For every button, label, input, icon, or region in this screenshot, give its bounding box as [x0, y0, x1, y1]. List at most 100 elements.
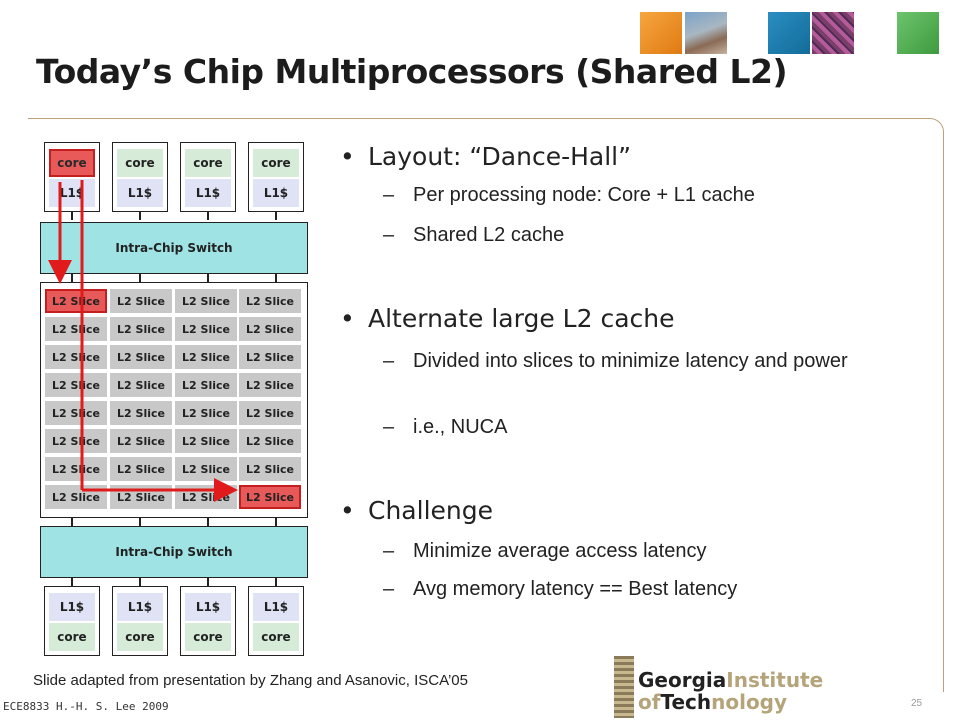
l2-slice: L2 Slice [110, 429, 172, 453]
sub-bullet-icon: – [383, 184, 395, 206]
sub-bullet-1-2: –Shared L2 cache [383, 224, 564, 247]
sub-bullet-text: Divided into slices to minimize latency … [413, 350, 848, 372]
l2-slice: L2 Slice [175, 457, 237, 481]
l2-slice: L2 Slice [45, 345, 107, 369]
l2-slice: L2 Slice [110, 289, 172, 313]
sub-bullet-2-2: –i.e., NUCA [383, 416, 507, 439]
logo-text: Institute [726, 668, 824, 692]
decor-photo-campus [685, 12, 727, 54]
logo-text: Georgia [638, 668, 727, 692]
slide-title: Today’s Chip Multiprocessors (Shared L2) [36, 52, 788, 91]
l2-slice: L2 Slice [110, 457, 172, 481]
bottom-core-2: core [117, 623, 163, 651]
sub-bullet-icon: – [383, 540, 395, 562]
connector-tick [139, 578, 141, 586]
bottom-core-3: core [185, 623, 231, 651]
top-node-4: core L1$ [248, 142, 304, 212]
logo-line-2: ofTechnology [638, 690, 787, 714]
decor-square-orange [640, 12, 682, 54]
l2-slice: L2 Slice [45, 317, 107, 341]
access-path-arrow [48, 180, 238, 502]
decor-square-green [897, 12, 939, 54]
decor-square-blue [768, 12, 810, 54]
connector-tick [71, 212, 73, 220]
georgia-tech-seal-icon [614, 656, 634, 718]
top-node-1: core L1$ [44, 142, 100, 212]
l2-slice: L2 Slice [175, 401, 237, 425]
top-l1-2: L1$ [117, 179, 163, 207]
bottom-node-3: L1$ core [180, 586, 236, 656]
sub-bullet-text: Minimize average access latency [413, 540, 707, 562]
sub-bullet-text: Per processing node: Core + L1 cache [413, 184, 755, 206]
l2-slice: L2 Slice [239, 317, 301, 341]
l2-column-3: L2 Slice L2 Slice L2 Slice L2 Slice L2 Slice… [175, 289, 237, 511]
bullet-icon: • [340, 496, 355, 525]
l2-slice: L2 Slice [239, 457, 301, 481]
l2-slice: L2 Slice [175, 373, 237, 397]
l2-column-2: L2 Slice L2 Slice L2 Slice L2 Slice L2 Slice… [110, 289, 172, 511]
bullet-2: • Alternate large L2 cache [340, 304, 674, 333]
intra-chip-switch-top: Intra-Chip Switch [40, 222, 308, 274]
l2-slice: L2 Slice [110, 373, 172, 397]
l2-slice: L2 Slice [175, 317, 237, 341]
sub-bullet-1-1: –Per processing node: Core + L1 cache [383, 184, 755, 207]
bullet-1: • Layout: “Dance-Hall” [340, 142, 631, 171]
l2-slice: L2 Slice [45, 401, 107, 425]
intra-chip-switch-bottom: Intra-Chip Switch [40, 526, 308, 578]
l2-slice: L2 Slice [175, 289, 237, 313]
l2-slice: L2 Slice [110, 401, 172, 425]
bullet-icon: • [340, 142, 355, 171]
bottom-l1-3: L1$ [185, 593, 231, 621]
top-l1-1: L1$ [49, 179, 95, 207]
content-frame [28, 118, 944, 692]
top-core-2: core [117, 149, 163, 177]
connector-tick [139, 212, 141, 220]
bullet-1-text: Layout: “Dance-Hall” [368, 142, 632, 171]
connector-tick [275, 518, 277, 526]
l2-slice: L2 Slice [110, 345, 172, 369]
bullet-icon: • [340, 304, 355, 333]
sub-bullet-icon: – [383, 416, 395, 438]
l2-slice: L2 Slice [45, 457, 107, 481]
bottom-l1-2: L1$ [117, 593, 163, 621]
l2-slice: L2 Slice [239, 289, 301, 313]
connector-tick [207, 212, 209, 220]
bottom-core-4: core [253, 623, 299, 651]
source-note: Slide adapted from presentation by Zhang… [33, 672, 468, 689]
sub-bullet-text: Avg memory latency == Best latency [413, 578, 738, 600]
top-core-1: core [49, 149, 95, 177]
top-core-4: core [253, 149, 299, 177]
l2-slice: L2 Slice [239, 429, 301, 453]
top-l1-3: L1$ [185, 179, 231, 207]
l2-column-1: L2 Slice L2 Slice L2 Slice L2 Slice L2 Slice… [45, 289, 107, 511]
sub-bullet-icon: – [383, 578, 395, 600]
l2-slice: L2 Slice [175, 345, 237, 369]
top-core-3: core [185, 149, 231, 177]
l2-slice: L2 Slice [45, 429, 107, 453]
connector-tick [275, 274, 277, 282]
l2-slice: L2 Slice [175, 429, 237, 453]
connector-tick [207, 518, 209, 526]
connector-tick [275, 578, 277, 586]
connector-tick [139, 518, 141, 526]
l2-slice: L2 Slice [239, 345, 301, 369]
bullet-2-text: Alternate large L2 cache [368, 304, 675, 333]
sub-bullet-3-2: –Avg memory latency == Best latency [383, 578, 737, 601]
l2-slice: L2 Slice [110, 317, 172, 341]
connector-tick [71, 274, 73, 282]
l2-slice-highlighted: L2 Slice [45, 289, 107, 313]
bottom-node-2: L1$ core [112, 586, 168, 656]
l2-slice: L2 Slice [45, 373, 107, 397]
sub-bullet-icon: – [383, 350, 395, 372]
sub-bullet-2-1: –Divided into slices to minimize latency… [383, 346, 903, 376]
logo-line-1: GeorgiaInstitute [638, 668, 823, 692]
logo-text: of [638, 690, 661, 714]
connector-tick [275, 212, 277, 220]
sub-bullet-3-1: –Minimize average access latency [383, 540, 706, 563]
bottom-core-1: core [49, 623, 95, 651]
footer-course: ECE8833 H.-H. S. Lee 2009 [3, 700, 169, 713]
bottom-l1-1: L1$ [49, 593, 95, 621]
logo-text: nology [711, 690, 788, 714]
connector-tick [71, 578, 73, 586]
